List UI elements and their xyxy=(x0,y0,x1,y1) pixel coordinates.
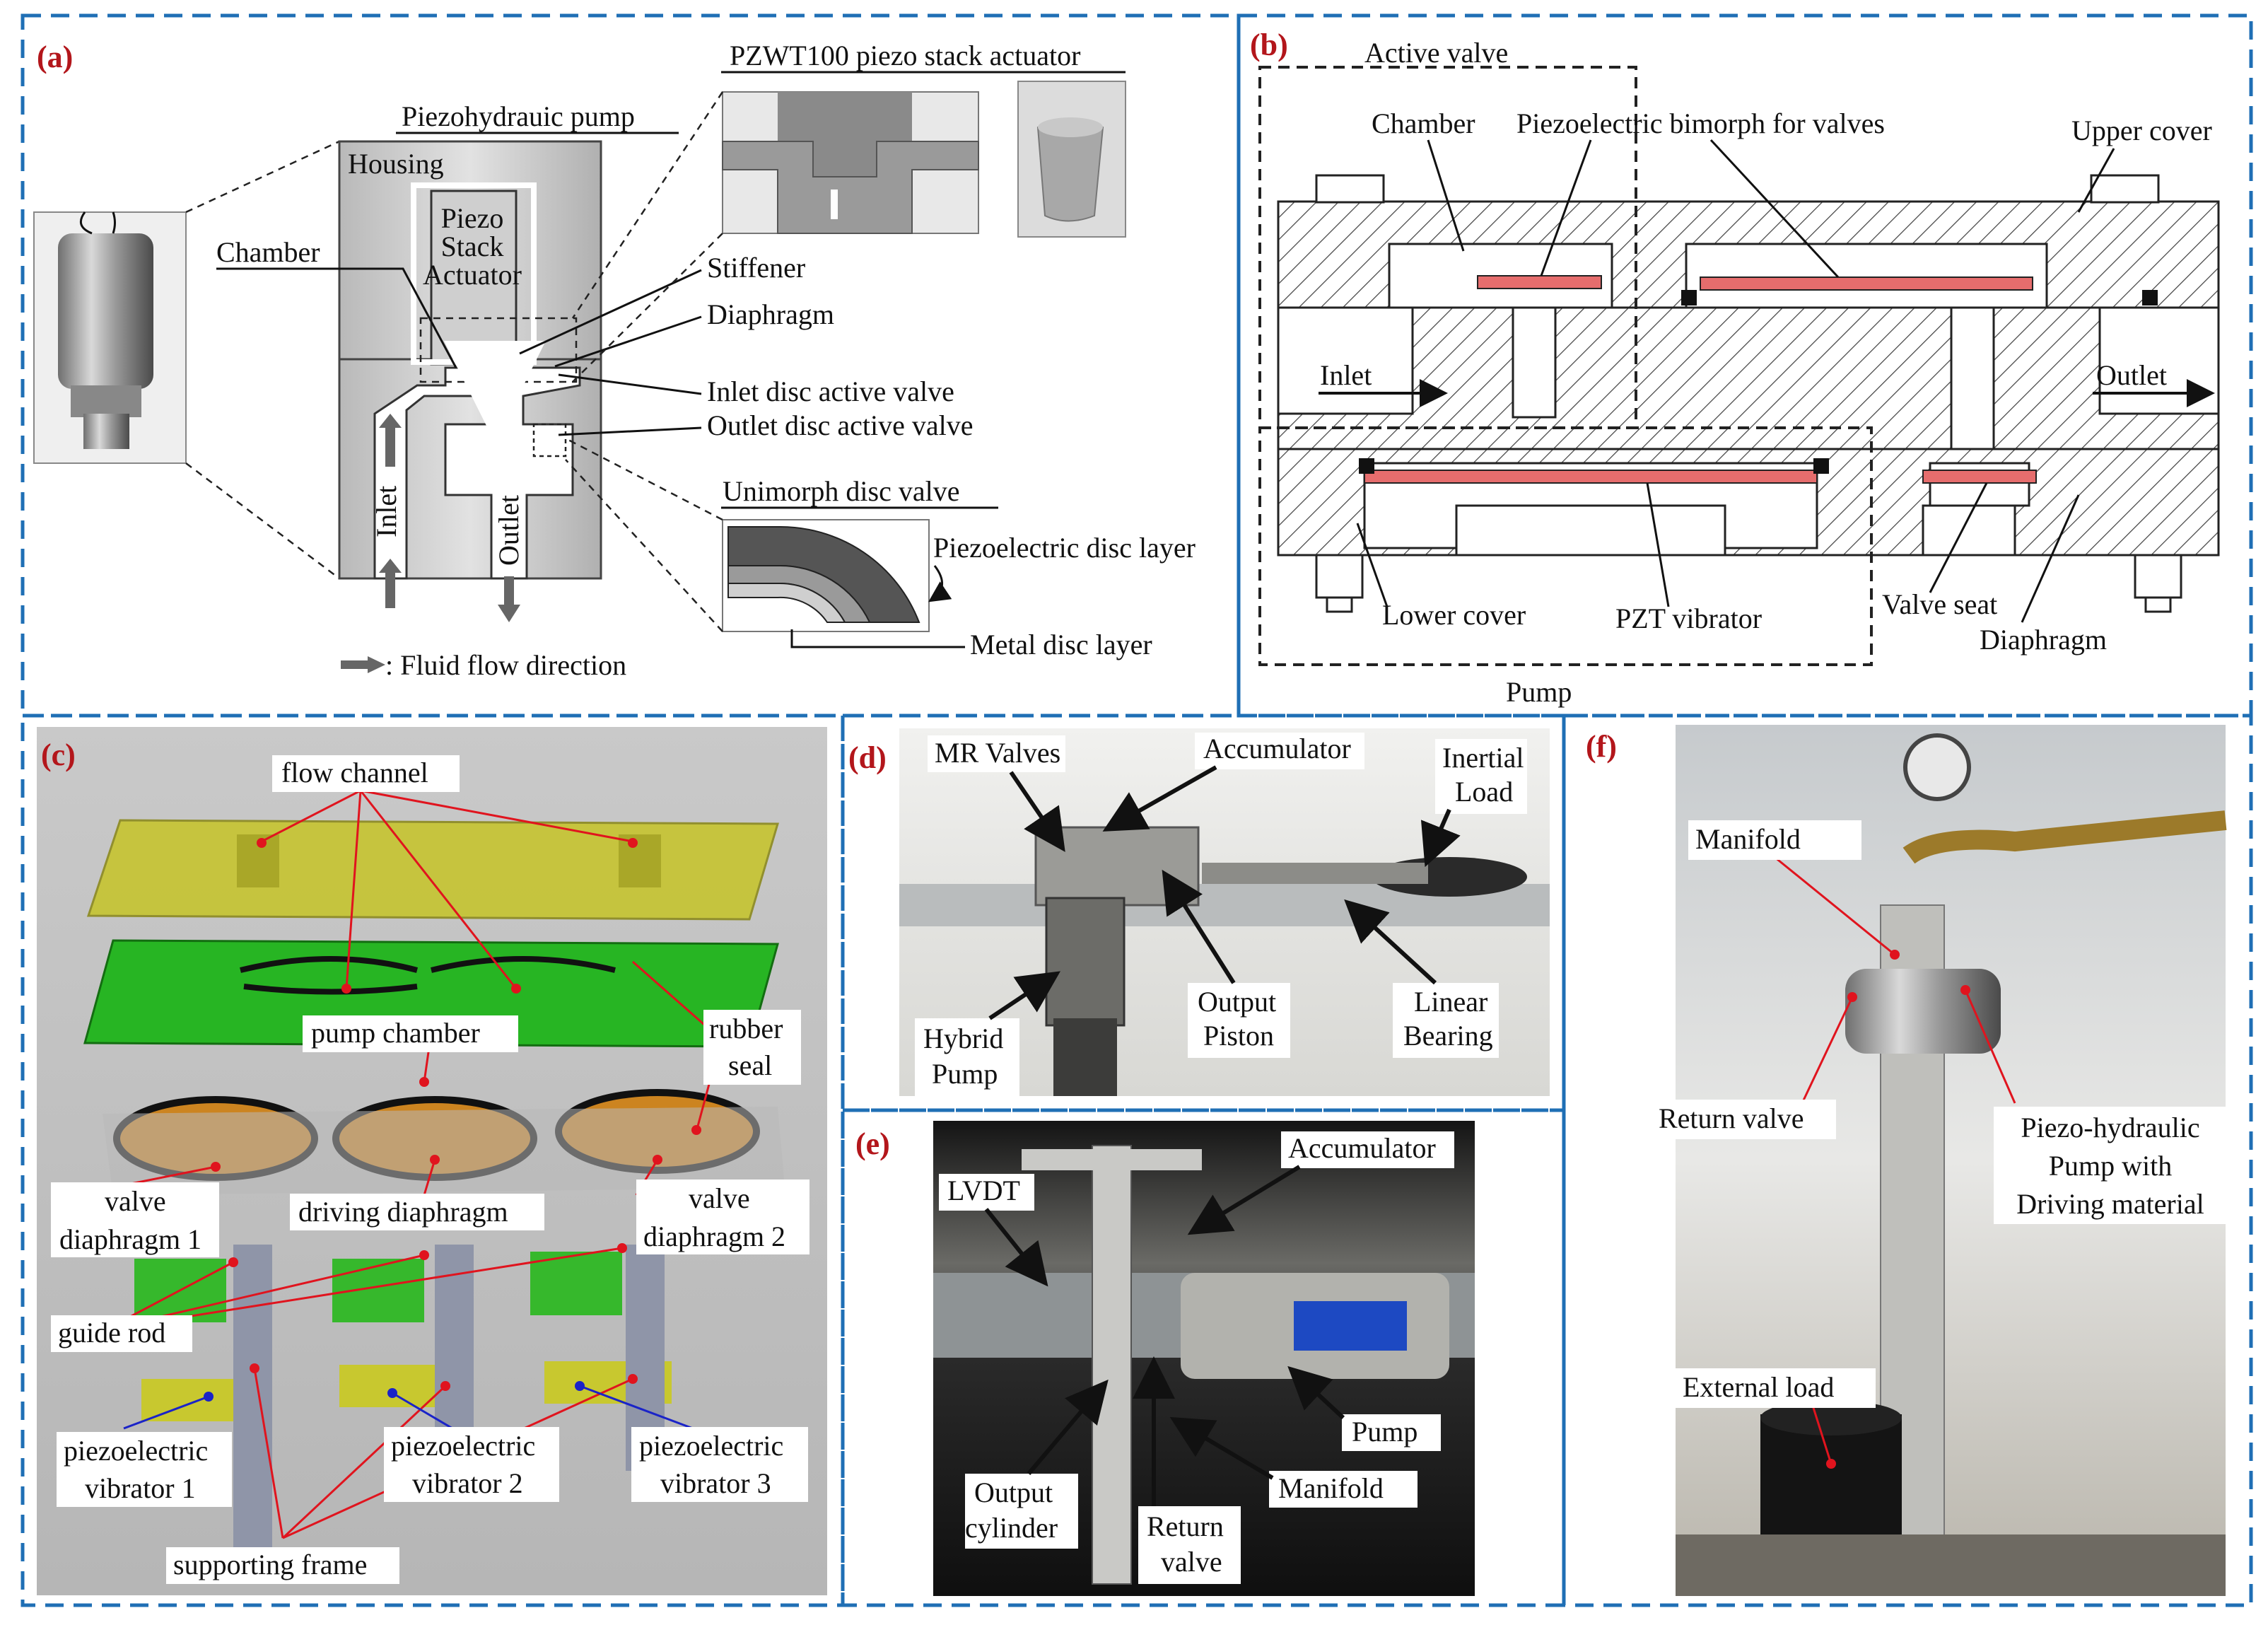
label-bimorph: Piezoelectric bimorph for valves xyxy=(1516,107,1885,139)
panel-label-d: (d) xyxy=(848,740,887,775)
label-frame: supporting frame xyxy=(173,1549,367,1580)
label-output-2: Piston xyxy=(1203,1020,1274,1052)
label-stiffener: Stiffener xyxy=(707,252,805,284)
label-unimorph: Unimorph disc valve xyxy=(723,475,960,507)
label-valve-d2-2: diaphragm 2 xyxy=(643,1221,785,1252)
label-pump-title: Piezohydrauic pump xyxy=(402,100,635,132)
panel-label-f: (f) xyxy=(1586,729,1617,764)
label-piezo-layer: Piezoelectric disc layer xyxy=(933,532,1196,564)
label-cyl-2: cylinder xyxy=(965,1512,1058,1544)
label-rubber-1: rubber xyxy=(709,1013,783,1044)
label-external: External load xyxy=(1683,1371,1834,1403)
label-output-1: Output xyxy=(1198,986,1276,1018)
label-linear-1: Linear xyxy=(1414,986,1487,1018)
label-lvdt: LVDT xyxy=(947,1175,1020,1206)
label-accumulator-e: Accumulator xyxy=(1288,1132,1436,1164)
label-accumulator-d: Accumulator xyxy=(1203,733,1351,764)
label-metal-layer: Metal disc layer xyxy=(970,629,1152,660)
label-hybrid-1: Hybrid xyxy=(923,1023,1003,1054)
label-lower-cover: Lower cover xyxy=(1382,599,1526,631)
label-ph-1: Piezo-hydraulic xyxy=(2021,1112,2199,1143)
panel-label-a: (a) xyxy=(37,40,73,74)
panel-f: (f) Manifold Return valve Piezo-hydrauli… xyxy=(1586,725,2227,1596)
label-piezo-1: Piezo xyxy=(441,202,504,234)
label-flow-channel: flow channel xyxy=(281,757,428,788)
label-active-valve: Active valve xyxy=(1364,37,1508,69)
label-pump-b: Pump xyxy=(1506,676,1572,708)
label-pv2-1: piezoelectric xyxy=(391,1430,535,1462)
unimorph-disc xyxy=(722,519,930,632)
label-upper-cover: Upper cover xyxy=(2071,115,2212,146)
label-inertial-2: Load xyxy=(1455,776,1513,808)
actuator-closeup xyxy=(722,91,979,234)
label-outlet-b: Outlet xyxy=(2096,359,2167,391)
panel-c: (c) flow channel pump chamber rubber sea… xyxy=(37,727,827,1595)
panel-label-e: (e) xyxy=(855,1126,890,1161)
panel-e: (e) LVDT Accumulator Pump Manifold Outpu… xyxy=(855,1121,1475,1596)
label-manifold-e: Manifold xyxy=(1278,1472,1384,1504)
label-ph-3: Driving material xyxy=(2016,1188,2204,1220)
label-pv1-1: piezoelectric xyxy=(64,1435,208,1467)
label-linear-2: Bearing xyxy=(1403,1020,1493,1052)
label-housing: Housing xyxy=(348,148,444,180)
label-valve-d1-1: valve xyxy=(105,1185,166,1217)
label-outlet-valve: Outlet disc active valve xyxy=(707,409,974,441)
label-inlet: Inlet xyxy=(370,486,402,537)
panel-label-c: (c) xyxy=(41,738,76,772)
label-mr-valves: MR Valves xyxy=(935,737,1060,769)
label-valve-d2-1: valve xyxy=(689,1182,750,1214)
label-pump-chamber: pump chamber xyxy=(311,1017,480,1049)
label-pv2-2: vibrator 2 xyxy=(412,1467,523,1499)
label-return-valve: Return valve xyxy=(1659,1102,1804,1134)
label-flow-legend: : Fluid flow direction xyxy=(385,649,626,681)
label-piezo-2: Stack xyxy=(441,231,504,262)
label-pv3-2: vibrator 3 xyxy=(660,1467,771,1499)
label-ret-2: valve xyxy=(1161,1546,1222,1578)
label-hybrid-2: Pump xyxy=(932,1058,998,1090)
panel-borders xyxy=(21,13,2253,1607)
panel-a: (a) Piezohydrauic pump Housing Piezo Sta… xyxy=(33,40,1196,681)
label-valve-d1-2: diaphragm 1 xyxy=(59,1223,201,1255)
label-guide-rod: guide rod xyxy=(58,1317,165,1349)
label-actuator-title: PZWT100 piezo stack actuator xyxy=(730,40,1080,71)
label-diaphragm-b: Diaphragm xyxy=(1980,624,2107,656)
label-manifold-f: Manifold xyxy=(1695,823,1801,855)
label-chamber-b: Chamber xyxy=(1372,107,1475,139)
label-piezo-3: Actuator xyxy=(423,259,522,291)
pump-photo xyxy=(33,211,187,464)
panel-label-b: (b) xyxy=(1250,28,1288,62)
label-pump-e: Pump xyxy=(1352,1416,1418,1448)
label-pzt: PZT vibrator xyxy=(1615,602,1762,634)
label-cyl-1: Output xyxy=(974,1477,1053,1508)
label-inlet-b: Inlet xyxy=(1320,359,1372,391)
label-inlet-valve: Inlet disc active valve xyxy=(707,375,954,407)
label-ph-2: Pump with xyxy=(2049,1150,2172,1182)
label-diaphragm: Diaphragm xyxy=(707,298,834,330)
label-inertial-1: Inertial xyxy=(1442,742,1524,774)
label-pv3-1: piezoelectric xyxy=(639,1430,783,1462)
label-chamber: Chamber xyxy=(216,236,320,268)
label-pv1-2: vibrator 1 xyxy=(85,1472,196,1504)
piezo-stack-actuator xyxy=(430,190,518,366)
label-rubber-2: seal xyxy=(728,1049,772,1081)
panel-b: (b) Active valve Chamber Piezoelectric b… xyxy=(1250,28,2220,708)
label-valve-seat: Valve seat xyxy=(1882,588,1997,620)
actuator-photo xyxy=(1017,81,1126,238)
panel-d: (d) MR Valves Accumulator Inertial Load … xyxy=(848,728,1550,1096)
label-driving: driving diaphragm xyxy=(298,1196,508,1228)
label-ret-1: Return xyxy=(1147,1510,1224,1542)
label-outlet: Outlet xyxy=(493,495,525,566)
